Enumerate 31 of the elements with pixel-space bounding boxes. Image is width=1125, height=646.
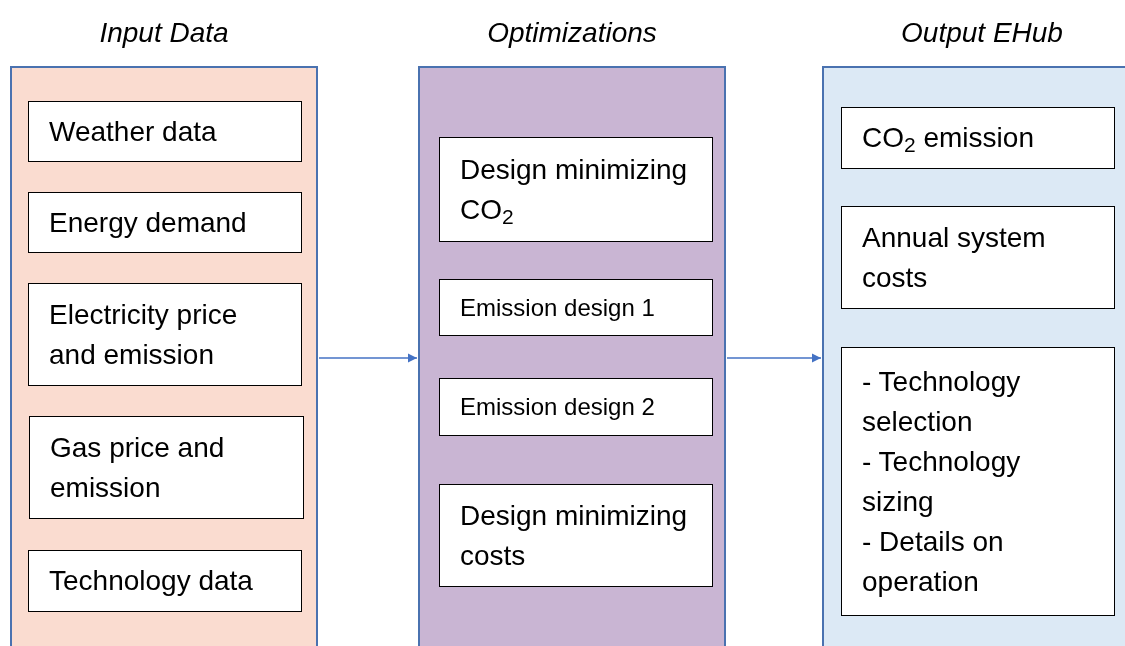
box-text: Design minimizing costs bbox=[460, 498, 689, 573]
box-text: - Details on operation bbox=[862, 524, 1005, 599]
column-heading: Output EHub bbox=[900, 16, 1064, 50]
box-text: - Technology sizing bbox=[862, 444, 1022, 519]
box-text: Weather data bbox=[49, 114, 218, 149]
text-box bbox=[841, 107, 1115, 169]
text-box bbox=[29, 416, 304, 519]
text-box bbox=[841, 206, 1115, 309]
text-box bbox=[28, 550, 302, 612]
text-box bbox=[439, 279, 713, 336]
text-box bbox=[841, 347, 1115, 616]
text-box bbox=[28, 283, 302, 386]
text-box bbox=[439, 484, 713, 587]
box-text: Electricity price and emission bbox=[49, 297, 239, 372]
box-text: Emission design 2 bbox=[460, 392, 656, 422]
text-box bbox=[28, 192, 302, 253]
text-box bbox=[439, 137, 713, 242]
arrow bbox=[318, 353, 418, 363]
text-box bbox=[28, 101, 302, 162]
box-text: Annual system costs bbox=[862, 220, 1047, 295]
arrow bbox=[726, 353, 822, 363]
box-text: Gas price and emission bbox=[50, 430, 226, 505]
column-heading: Optimizations bbox=[486, 16, 658, 50]
box-text: - Technology selection bbox=[862, 364, 1022, 439]
column-heading: Input Data bbox=[98, 16, 230, 50]
box-text: Technology data bbox=[49, 564, 254, 598]
box-text: CO$_{2}$ emission bbox=[862, 121, 1035, 158]
box-text: Emission design 1 bbox=[460, 292, 656, 323]
box-text: Energy demand bbox=[49, 205, 248, 240]
text-box bbox=[439, 378, 713, 436]
box-text: Design minimizing CO$_{2}$ bbox=[460, 152, 689, 230]
